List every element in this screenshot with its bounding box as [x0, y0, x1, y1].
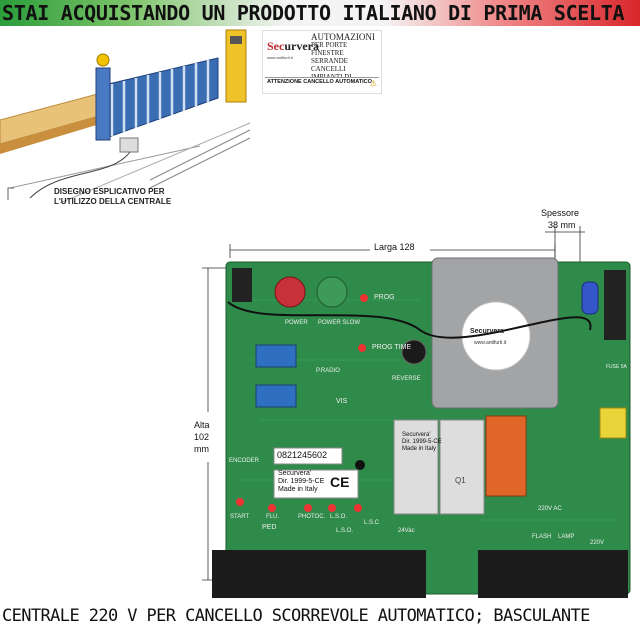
prog-label: PROG: [374, 294, 395, 301]
fuse-holder: [599, 407, 627, 439]
photocell-column: [225, 29, 247, 103]
prog-time-led: [358, 344, 366, 352]
v24-label: 24Vac: [398, 528, 415, 534]
brand-logo: Securvera: [267, 39, 319, 54]
prog-led: [360, 294, 368, 302]
transformer-sticker: [461, 301, 531, 371]
footer-caption: CENTRALE 220 V PER CANCELLO SCORREVOLE A…: [2, 606, 590, 626]
relay-text: Q1: [455, 476, 466, 485]
v220-label: 220V AC: [538, 506, 562, 512]
width-label: Larga 128: [374, 242, 415, 252]
lso-label-1: L.S.O.: [330, 514, 348, 520]
brand-prefix: Sec: [267, 39, 285, 53]
relay-1: [393, 419, 439, 515]
start-label: START: [230, 514, 250, 520]
ce-label-brand: Securvera': [278, 470, 312, 477]
relay-label-dir: Dir. 1999-5-CE: [402, 439, 442, 445]
p-radio-label: P.RADIO: [316, 368, 340, 374]
thickness-label: Spessore: [541, 208, 580, 218]
vis-label: VIS: [336, 398, 348, 405]
v220b-label: 220V: [590, 540, 605, 546]
thickness-value: 38 mm: [548, 220, 576, 230]
ped-label: PED: [262, 524, 277, 531]
gate-diagram: [0, 29, 251, 204]
service-line-2: PER PORTE FINESTRE: [311, 41, 348, 57]
relay-label: Securvera' Dir. 1999-5-CE Made in Italy: [402, 432, 442, 453]
transformer-site: www.antifurti.it: [474, 340, 507, 346]
terminal-block-left: [212, 550, 426, 598]
height-label-1: Alta: [194, 420, 210, 430]
motor-unit: [119, 137, 139, 153]
photoc-label: PHOTOC.: [298, 514, 326, 520]
italian-flag-banner: STAI ACQUISTANDO UN PRODOTTO ITALIANO DI…: [0, 0, 640, 26]
banner-text: STAI ACQUISTANDO UN PRODOTTO ITALIANO DI…: [2, 1, 625, 25]
antenna-wire: [227, 301, 592, 339]
flu-label: FLU.: [266, 514, 280, 520]
caption-line-1: DISEGNO ESPLICATIVO PER: [54, 187, 165, 196]
warning-triangle-icon: ⚠: [369, 79, 377, 88]
relay-label-made: Made in Italy: [402, 446, 437, 452]
lso-label-2: L.S.O.: [336, 528, 354, 534]
height-label-2: 102: [194, 432, 210, 442]
securvera-logo-card: Securvera www.antifurti.it AUTOMAZIONI P…: [262, 30, 382, 94]
ground-line: [9, 145, 201, 189]
conduit: [7, 187, 14, 200]
lsc-label: L.S.C: [364, 520, 380, 526]
ce-label-dir: Dir. 1999-5-CE: [278, 478, 325, 485]
brand-site: www.antifurti.it: [267, 55, 293, 60]
prog-time-label: PROG TIME: [372, 344, 412, 351]
power-pot-label: POWER: [285, 320, 308, 326]
power-slow-pot-label: POWER SLOW: [318, 320, 361, 326]
power-pot: [274, 276, 306, 308]
capacitor: [401, 339, 427, 365]
blue-capacitor: [581, 281, 599, 315]
encoder-label: ENCODER: [229, 458, 260, 464]
flash-label: FLASH: [532, 534, 552, 540]
relay-3: [485, 415, 527, 497]
gate-post: [95, 67, 111, 141]
relay-label-brand: Securvera': [402, 432, 431, 438]
serial-sticker: [273, 447, 343, 465]
dip-switch-1: [255, 344, 297, 368]
serial-number: 0821245602: [277, 450, 328, 460]
caption-line-2: L'UTILIZZO DELLA CENTRALE: [54, 197, 172, 206]
diagram-caption: DISEGNO ESPLICATIVO PER L'UTILIZZO DELLA…: [54, 187, 171, 207]
ce-label-text: Securvera' Dir. 1999-5-CE Made in Italy: [278, 470, 324, 494]
terminal-block-right: [478, 550, 628, 598]
relay-2: [439, 419, 485, 515]
ce-label-made: Made in Italy: [278, 486, 318, 493]
ce-label: [273, 469, 359, 499]
lamp-label: LAMP: [558, 534, 575, 540]
photoc-led: [304, 504, 312, 512]
transformer-brand: Securvera: [470, 328, 504, 335]
power-slow-pot: [316, 276, 348, 308]
flashing-lamp: [96, 53, 110, 67]
heatsink: [604, 270, 626, 340]
service-line-1: AUTOMAZIONI: [311, 32, 375, 42]
dip-switch-2: [255, 384, 297, 408]
warning-strip: ATTENZIONE CANCELLO AUTOMATICO ⚠: [265, 77, 379, 90]
terminal-top-left: [232, 268, 252, 302]
cable: [29, 151, 131, 199]
height-label-3: mm: [194, 444, 209, 454]
reverse-label: REVERSE: [392, 376, 421, 382]
brand-suffix: urvera: [284, 39, 319, 53]
lso2-led: [354, 504, 362, 512]
ir-sensor: [355, 460, 365, 470]
warning-title: ATTENZIONE CANCELLO AUTOMATICO: [267, 79, 372, 85]
service-line-3: SERRANDE CANCELLI: [311, 57, 348, 73]
ce-mark: CE: [330, 474, 350, 490]
flu-led: [268, 504, 276, 512]
fuse-label: FUSE 5A: [606, 364, 627, 370]
wall-side: [0, 110, 120, 154]
start-led: [236, 498, 244, 506]
rail: [149, 137, 251, 189]
lso-led: [328, 504, 336, 512]
ground-line-2: [59, 122, 251, 204]
